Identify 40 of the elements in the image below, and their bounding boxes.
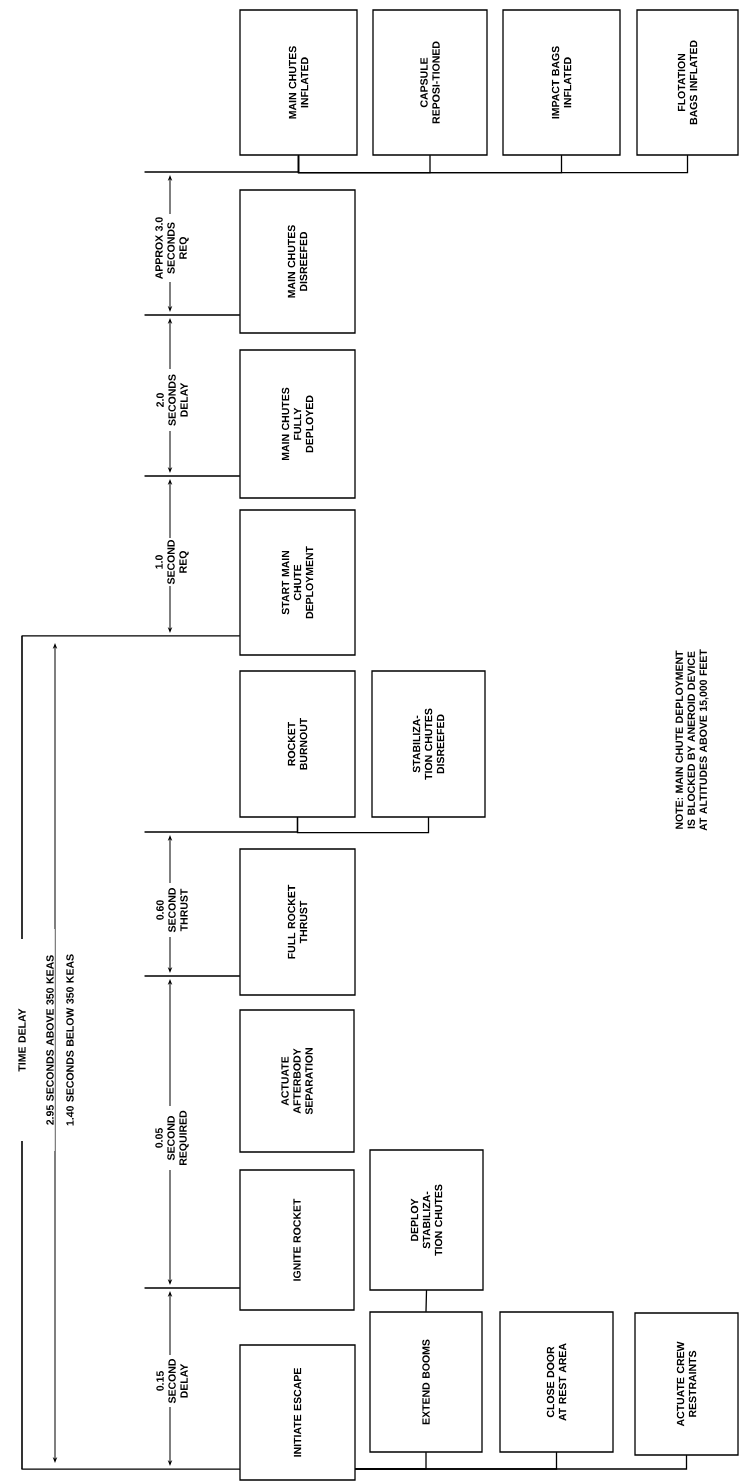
process-box: ROCKET BURNOUT (239, 670, 356, 818)
process-box: STABILIZA-TION CHUTES DISREEFED (371, 670, 486, 818)
process-box: FULL ROCKET THRUST (239, 848, 356, 996)
connector-line (425, 1290, 428, 1312)
note-text: NOTE: MAIN CHUTE DEPLOYMENT IS BLOCKED BY ANEROID DEVICE AT ALTITUDES ABOVE 15,000 FEET (674, 604, 710, 876)
connector-line (144, 975, 240, 977)
process-box: DEPLOY STABILIZA-TION CHUTES (369, 1149, 484, 1291)
process-box: EXTEND BOOMS (369, 1311, 483, 1453)
dimension-label: 0.60 SECOND THRUST (155, 883, 189, 937)
connector-line (296, 817, 430, 834)
process-box: IMPACT BAGS INFLATED (502, 9, 621, 156)
process-box: IGNITE ROCKET (239, 1169, 355, 1311)
connector-line (144, 314, 240, 316)
connector-line (144, 155, 300, 173)
process-box: CAPSULE REPOSI-TIONED (372, 9, 488, 156)
connector-line (21, 1468, 240, 1470)
time-delay-label: 2.95 SECONDS ABOVE 350 KEAS (45, 929, 55, 1151)
time-delay-label: TIME DELAY (17, 939, 27, 1141)
process-box: START MAIN CHUTE DEPLOYMENT (239, 509, 356, 656)
connector-line (355, 1455, 688, 1470)
process-box: MAIN CHUTES DISREEFED (239, 189, 356, 334)
process-box: ACTUATE AFTERBODY SEPARATION (239, 1009, 355, 1153)
connector-line (144, 1287, 240, 1289)
dimension-label: 0.15 SECOND DELAY (155, 1355, 189, 1407)
connector-line (21, 635, 240, 637)
connector-line (144, 475, 240, 477)
process-box: CLOSE DOOR AT REST AREA (499, 1311, 614, 1453)
process-box: MAIN CHUTES FULLY DEPLOYED (239, 349, 356, 499)
dimension-label: 0.05 SECOND REQUIRED (154, 1106, 190, 1170)
process-box: ACTUATE CREW RESTRAINTS (634, 1312, 739, 1456)
process-box: INITIATE ESCAPE (239, 1344, 356, 1481)
dimension-label: APPROX 3.0 SECONDS REQ (154, 214, 190, 282)
process-box: FLOTATION BAGS INFLATED (636, 9, 739, 156)
connector-line (297, 155, 689, 174)
dimension-label: 2.0 SECONDS DELAY (155, 369, 189, 431)
time-delay-label: 1.40 SECONDS BELOW 350 KEAS (65, 929, 75, 1151)
process-box: MAIN CHUTES INFLATED (239, 9, 358, 156)
connector-line (144, 817, 299, 833)
dimension-label: 1.0 SECOND REQ (154, 538, 190, 586)
timeline-bar (21, 636, 23, 1469)
